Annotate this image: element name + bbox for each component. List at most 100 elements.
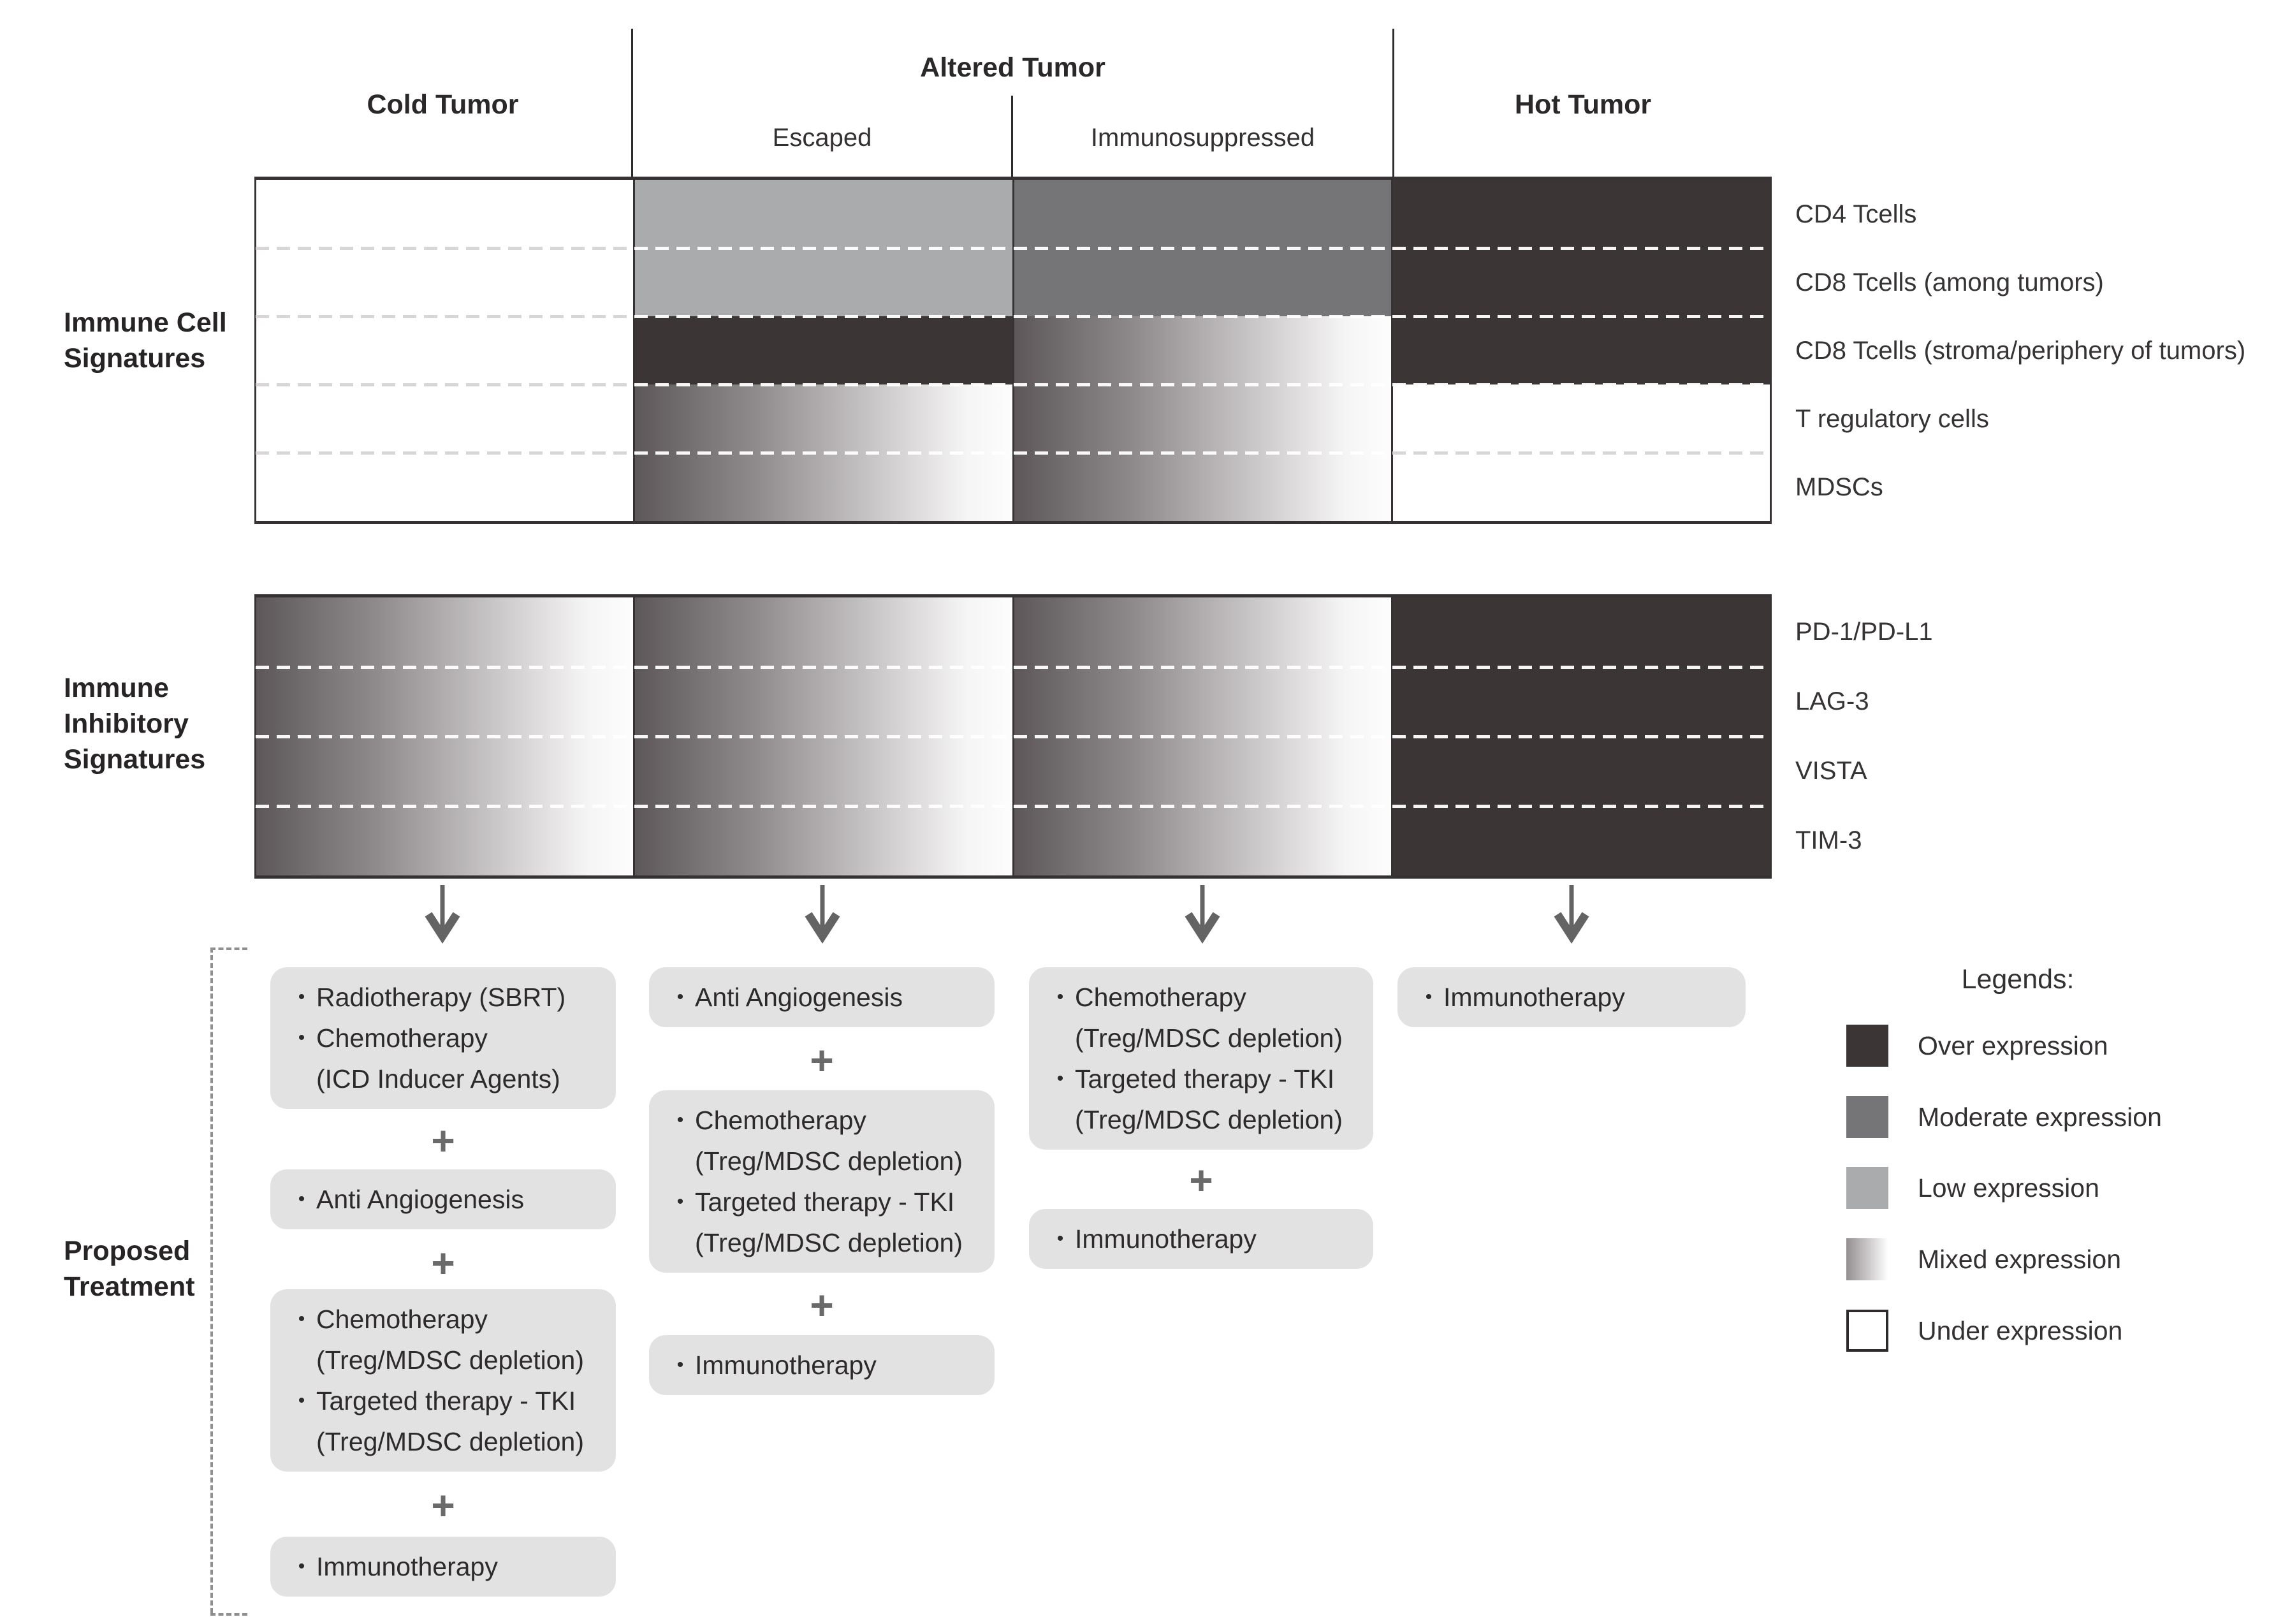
- section-label-immune-inhibitory-signatures: Immune Inhibitory Signatures: [64, 670, 205, 777]
- section-label-line: Immune Cell: [64, 307, 227, 338]
- treatment-item: • Anti Angiogenesis: [666, 977, 983, 1018]
- treatment-box: • Chemotherapy (Treg/MDSC depletion) • T…: [1029, 967, 1373, 1150]
- legend-label-mixed-expression: Mixed expression: [1918, 1245, 2122, 1274]
- legend-label-moderate-expression: Moderate expression: [1918, 1102, 2162, 1132]
- treatment-box: • Immunotherapy: [1029, 1209, 1373, 1269]
- expression-cell: [255, 316, 634, 386]
- header-divider-right: [1392, 29, 1394, 177]
- treatment-text: (Treg/MDSC depletion): [316, 1427, 585, 1456]
- legend-swatch-under-expression: [1846, 1310, 1888, 1352]
- immune-inhibitory-grid: [254, 594, 1772, 879]
- grid-row-lag3: [255, 667, 1771, 738]
- down-arrow-icon: [1185, 885, 1220, 944]
- legend-label-under-expression: Under expression: [1918, 1316, 2123, 1345]
- treatment-box: • Chemotherapy (Treg/MDSC depletion) • T…: [649, 1090, 995, 1273]
- bullet-icon: •: [1056, 986, 1064, 1007]
- expression-cell: [255, 667, 634, 738]
- treatment-text: Immunotherapy: [1443, 983, 1625, 1012]
- expression-cell: [633, 667, 1013, 738]
- expression-cell: [1390, 667, 1771, 738]
- expression-cell: [633, 180, 1013, 250]
- section-label-line: Inhibitory: [64, 708, 189, 739]
- treatment-text: Targeted therapy - TKI: [1075, 1064, 1335, 1094]
- column-subheader-immunosuppressed: Immunosuppressed: [1090, 124, 1315, 152]
- grid-row-vista: [255, 736, 1771, 808]
- treatment-text: (Treg/MDSC depletion): [695, 1146, 963, 1176]
- treatment-text: Anti Angiogenesis: [316, 1185, 524, 1214]
- grid-row-cd8-among: [255, 248, 1771, 318]
- expression-cell: [255, 248, 634, 318]
- grid-row-mdscs: [256, 453, 1770, 521]
- expression-cell: [1012, 736, 1392, 808]
- treatment-text: Radiotherapy (SBRT): [316, 983, 566, 1012]
- expression-cell: [1012, 806, 1391, 875]
- treatment-item: • Chemotherapy (ICD Inducer Agents): [287, 1018, 604, 1099]
- column-header-altered-tumor: Altered Tumor: [920, 52, 1105, 83]
- expression-cell: [1012, 180, 1392, 250]
- grid-row-t-regulatory: [255, 384, 1771, 455]
- bullet-icon: •: [298, 1308, 305, 1329]
- down-arrow-icon: [1554, 885, 1589, 944]
- row-label-mdscs: MDSCs: [1795, 473, 1883, 501]
- treatment-box: • Immunotherapy: [649, 1335, 995, 1395]
- row-label-tim3: TIM-3: [1795, 826, 1862, 854]
- treatment-item: • Targeted therapy - TKI (Treg/MDSC depl…: [1046, 1058, 1362, 1140]
- expression-cell: [1012, 597, 1392, 669]
- treatment-text: (Treg/MDSC depletion): [1075, 1023, 1343, 1053]
- bullet-icon: •: [676, 1191, 684, 1212]
- bullet-icon: •: [298, 1556, 305, 1577]
- column-header-hot-tumor: Hot Tumor: [1514, 89, 1652, 120]
- treatment-item: • Targeted therapy - TKI (Treg/MDSC depl…: [287, 1380, 604, 1462]
- bullet-icon: •: [676, 986, 684, 1007]
- bullet-icon: •: [1425, 986, 1433, 1007]
- header-divider-left: [631, 29, 633, 177]
- row-label-cd4-tcells: CD4 Tcells: [1795, 200, 1917, 228]
- treatment-text: Anti Angiogenesis: [695, 983, 903, 1012]
- expression-cell: [633, 597, 1013, 669]
- expression-cell: [1390, 736, 1771, 808]
- bullet-icon: •: [676, 1109, 684, 1130]
- down-arrow-icon: [805, 885, 840, 944]
- treatment-bracket-top: [210, 947, 247, 950]
- section-label-line: Signatures: [64, 744, 206, 775]
- treatment-box: • Chemotherapy (Treg/MDSC depletion) • T…: [270, 1289, 616, 1472]
- treatment-item: • Radiotherapy (SBRT): [287, 977, 604, 1018]
- header-divider-middle: [1011, 96, 1013, 177]
- section-label-line: Signatures: [64, 343, 206, 374]
- legend-swatch-mixed-expression: [1846, 1238, 1888, 1280]
- column-header-cold-tumor: Cold Tumor: [367, 89, 519, 120]
- treatment-bracket: [210, 947, 213, 1613]
- treatment-item: • Chemotherapy (Treg/MDSC depletion): [666, 1100, 983, 1181]
- expression-cell: [1390, 384, 1771, 455]
- expression-cell: [256, 806, 634, 875]
- treatment-box: • Immunotherapy: [270, 1537, 616, 1597]
- expression-cell: [255, 384, 634, 455]
- grid-row-cd4-tcells: [255, 180, 1771, 250]
- plus-sign: +: [431, 1118, 455, 1164]
- bullet-icon: •: [298, 986, 305, 1007]
- expression-cell: [633, 248, 1013, 318]
- expression-cell: [1390, 806, 1770, 875]
- treatment-text: Chemotherapy: [1075, 983, 1246, 1012]
- bullet-icon: •: [298, 1027, 305, 1048]
- treatment-text: Chemotherapy: [316, 1305, 488, 1334]
- plus-sign: +: [431, 1240, 455, 1286]
- section-label-proposed-treatment: Proposed Treatment: [64, 1233, 195, 1305]
- section-label-immune-cell-signatures: Immune Cell Signatures: [64, 305, 227, 376]
- legend-label-low-expression: Low expression: [1918, 1173, 2099, 1203]
- expression-cell: [1390, 248, 1771, 318]
- treatment-item: • Immunotherapy: [666, 1345, 983, 1386]
- treatment-text: Targeted therapy - TKI: [316, 1386, 576, 1416]
- treatment-item: • Immunotherapy: [1414, 977, 1734, 1018]
- treatment-text: (Treg/MDSC depletion): [1075, 1105, 1343, 1134]
- bullet-icon: •: [1056, 1228, 1064, 1249]
- plus-sign: +: [431, 1482, 455, 1528]
- treatment-text: Immunotherapy: [695, 1350, 877, 1380]
- legend-title: Legends:: [1961, 964, 2075, 995]
- grid-row-cd8-stroma: [255, 316, 1771, 386]
- column-subheader-escaped: Escaped: [772, 124, 872, 152]
- row-label-cd8-among: CD8 Tcells (among tumors): [1795, 268, 2104, 296]
- bullet-icon: •: [298, 1390, 305, 1411]
- treatment-text: Targeted therapy - TKI: [695, 1187, 955, 1217]
